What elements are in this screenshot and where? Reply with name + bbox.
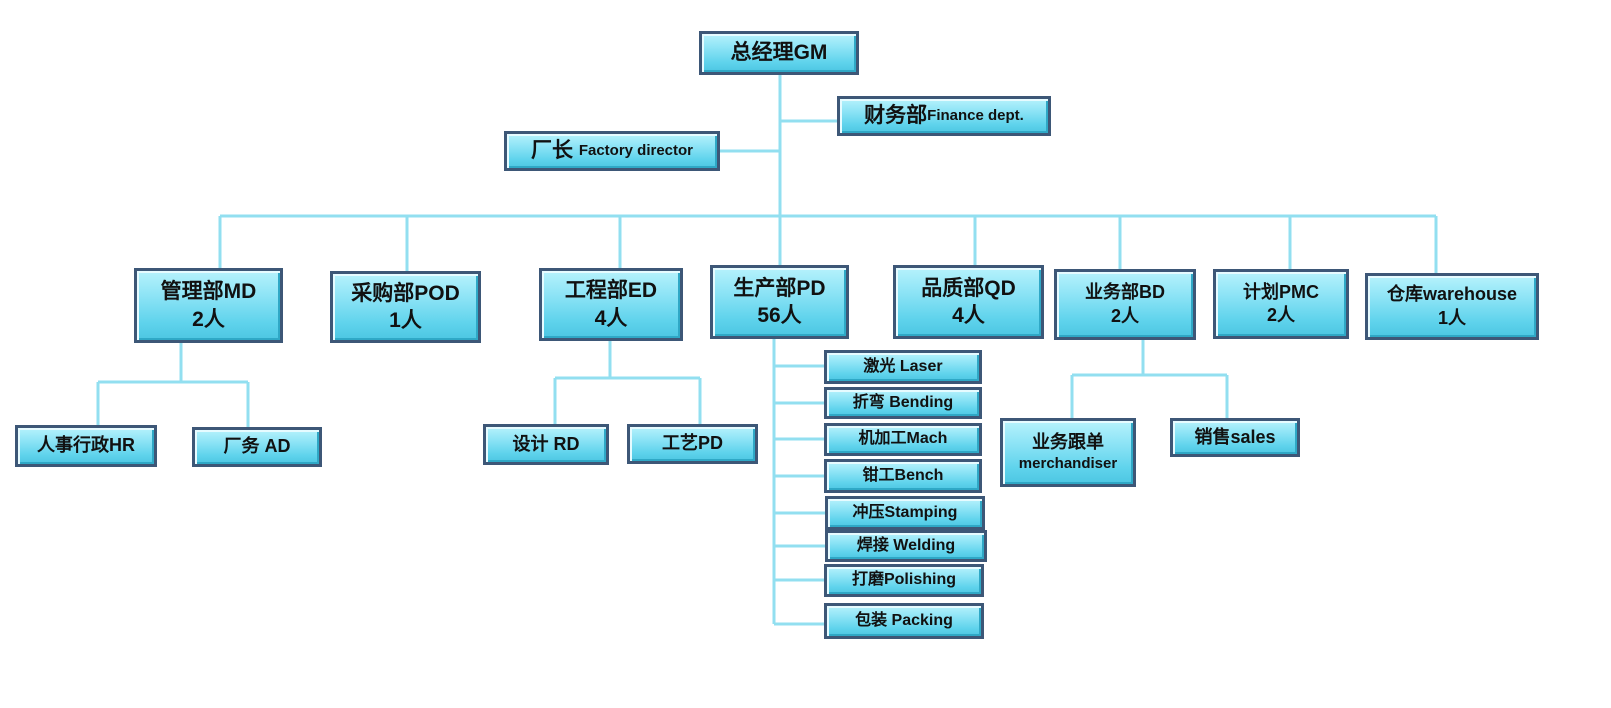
- dept-pd: 生产部PD 56人: [710, 265, 849, 339]
- sub-unit-label: 销售sales: [1194, 426, 1276, 447]
- sub-unit-label: 激光 Laser: [863, 357, 943, 375]
- dept-pmc: 计划PMC 2人: [1213, 269, 1349, 339]
- finance-label-cn: 财务部: [864, 104, 928, 128]
- dept-name: 工程部ED: [564, 279, 658, 303]
- dept-ed: 工程部ED 4人: [539, 268, 683, 341]
- dept-headcount: 2人: [1110, 305, 1139, 326]
- gm-label: 总经理GM: [730, 41, 828, 65]
- dept-name: 品质部QD: [921, 276, 1016, 300]
- sub-unit-label: 折弯 Bending: [852, 393, 954, 411]
- dept-name: 管理部MD: [160, 280, 257, 304]
- ed-sub-rd: 设计 RD: [483, 424, 609, 465]
- factory-director-box: 厂长 Factory director: [504, 131, 720, 171]
- sub-unit-label: 厂务 AD: [223, 436, 291, 457]
- sub-unit-label: 业务跟单: [1032, 432, 1104, 453]
- pd-sub-stamping: 冲压Stamping: [825, 496, 985, 530]
- md-sub-hr: 人事行政HR: [15, 425, 157, 467]
- sub-unit-label: 冲压Stamping: [852, 503, 958, 521]
- dept-headcount: 2人: [1266, 305, 1295, 325]
- dept-qd: 品质部QD 4人: [893, 265, 1044, 339]
- dept-name: 生产部PD: [733, 276, 826, 300]
- sub-unit-label-en: merchandiser: [1018, 455, 1118, 473]
- dept-name: 采购部POD: [351, 281, 460, 305]
- pd-sub-welding: 焊接 Welding: [825, 530, 987, 562]
- dept-name: 仓库warehouse: [1386, 284, 1518, 305]
- factory-label-en: Factory director: [578, 142, 694, 160]
- md-sub-ad: 厂务 AD: [192, 427, 322, 467]
- dept-headcount: 2人: [192, 307, 225, 331]
- bd-sub-sales: 销售sales: [1170, 418, 1300, 457]
- sub-unit-label: 工艺PD: [661, 433, 723, 454]
- dept-headcount: 1人: [389, 309, 422, 332]
- bd-sub-merchandiser: 业务跟单 merchandiser: [1000, 418, 1136, 487]
- dept-headcount: 4人: [594, 306, 628, 330]
- sub-unit-label: 机加工Mach: [858, 430, 948, 448]
- dept-headcount: 56人: [757, 304, 802, 327]
- sub-unit-label: 打磨Polishing: [851, 571, 956, 589]
- pd-sub-machining: 机加工Mach: [824, 423, 982, 456]
- pd-sub-polishing: 打磨Polishing: [824, 564, 984, 597]
- dept-md: 管理部MD 2人: [134, 268, 283, 343]
- pd-sub-packing: 包装 Packing: [824, 603, 984, 639]
- pd-sub-bench: 钳工Bench: [824, 459, 982, 493]
- gm-box: 总经理GM: [699, 31, 859, 75]
- sub-unit-label: 钳工Bench: [862, 466, 944, 484]
- dept-headcount: 1人: [1437, 307, 1466, 328]
- pd-sub-laser: 激光 Laser: [824, 350, 982, 384]
- dept-warehouse: 仓库warehouse 1人: [1365, 273, 1539, 340]
- factory-label-cn: 厂长: [530, 139, 573, 163]
- dept-pod: 采购部POD 1人: [330, 271, 481, 343]
- dept-headcount: 4人: [952, 304, 985, 327]
- dept-name: 计划PMC: [1243, 281, 1319, 302]
- dept-bd: 业务部BD 2人: [1054, 269, 1196, 340]
- pd-sub-bending: 折弯 Bending: [824, 387, 982, 419]
- sub-unit-label: 人事行政HR: [37, 435, 135, 456]
- dept-name: 业务部BD: [1085, 282, 1165, 303]
- sub-unit-label: 包装 Packing: [855, 611, 953, 629]
- finance-label-en: Finance dept.: [927, 107, 1024, 125]
- sub-unit-label: 焊接 Welding: [856, 536, 956, 554]
- sub-unit-label: 设计 RD: [512, 433, 580, 454]
- ed-sub-pd: 工艺PD: [627, 424, 758, 464]
